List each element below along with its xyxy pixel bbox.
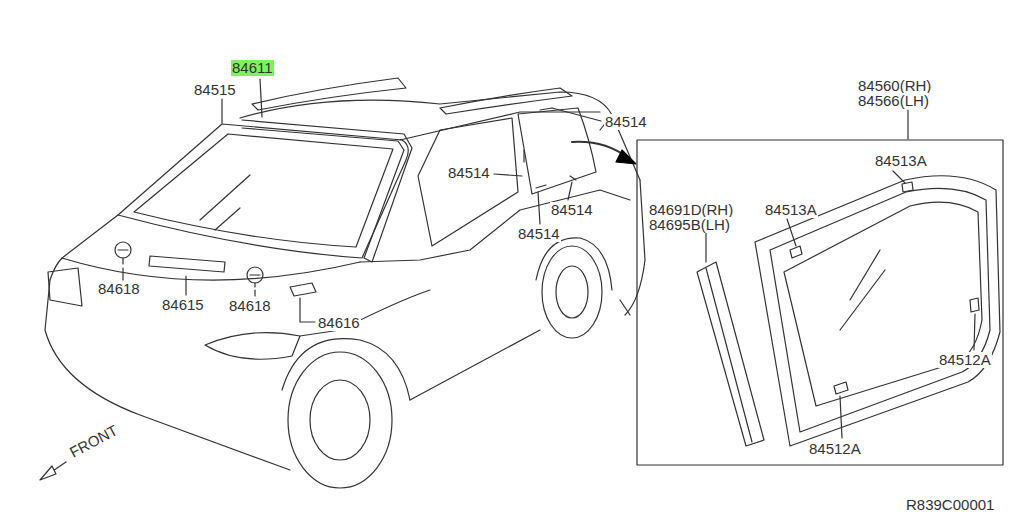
callout-number: 84616 xyxy=(317,315,361,331)
callout-number: 84611 xyxy=(231,60,274,76)
callout-number: 84515 xyxy=(193,82,237,98)
callout-number: 84513A xyxy=(874,153,928,169)
callout-number: 84615 xyxy=(161,297,205,313)
callout-number: 84691D(RH) xyxy=(648,202,734,218)
figure-code: R839C00001 xyxy=(905,497,995,512)
callout-number: 84618 xyxy=(97,281,141,297)
callout-number: 84513A xyxy=(764,202,818,218)
callout-number: 84566(LH) xyxy=(857,93,930,109)
callout-number: 84514 xyxy=(550,202,594,218)
direction-label: FRONT xyxy=(66,422,121,461)
callout-number: 84512A xyxy=(938,352,992,368)
callout-number: 84514 xyxy=(604,114,648,130)
callout-number: 84695B(LH) xyxy=(648,217,731,233)
callout-number: 84512A xyxy=(808,441,862,457)
callout-number: 84560(RH) xyxy=(857,78,932,94)
callout-number: 84514 xyxy=(447,165,491,181)
callout-number: 84514 xyxy=(517,226,561,242)
callout-number: 84618 xyxy=(228,298,272,314)
